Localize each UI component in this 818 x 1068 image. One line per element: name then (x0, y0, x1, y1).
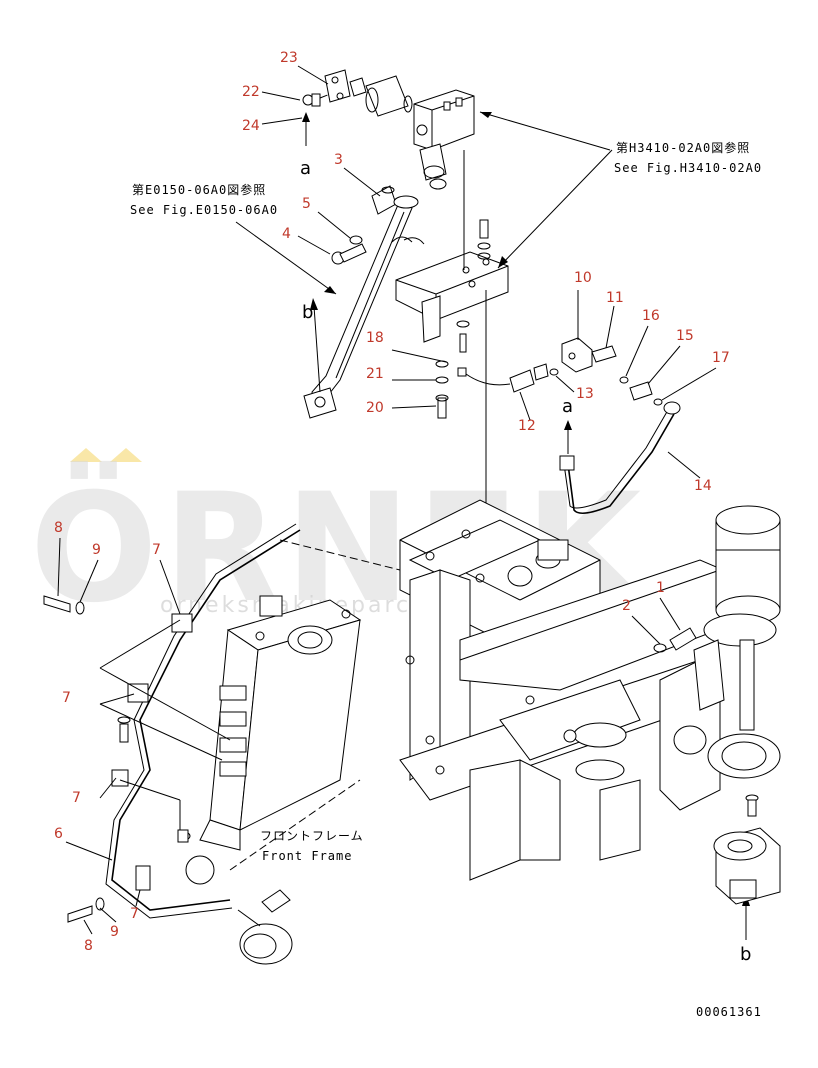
callout-21: 21 (366, 366, 384, 382)
callout-7-c: 7 (72, 790, 81, 806)
callout-7-b: 7 (62, 690, 71, 706)
callout-1: 1 (656, 580, 665, 596)
callout-3: 3 (334, 152, 343, 168)
ref-top-left-en: See Fig.E0150-06A0 (130, 203, 278, 217)
bolt-group-18-21-20 (435, 320, 470, 419)
callout-18: 18 (366, 330, 384, 346)
mark-b-bottom: b (740, 944, 751, 965)
right-motor (653, 505, 781, 905)
routing-dash-2 (229, 779, 361, 871)
callout-12: 12 (518, 418, 536, 434)
callout-24: 24 (242, 118, 260, 134)
callout-4: 4 (282, 226, 291, 242)
callout-8-bottom: 8 (84, 938, 93, 954)
callout-6: 6 (54, 826, 63, 842)
callout-11: 11 (606, 290, 624, 306)
ref-top-left-jp: 第E0150-06A0図参照 (132, 182, 266, 197)
connection-labels: a a b b (300, 158, 751, 965)
callout-13: 13 (576, 386, 594, 402)
reference-leaders (235, 111, 613, 295)
part-callouts: 23 22 24 3 5 4 18 21 20 10 11 16 15 17 1… (54, 50, 730, 954)
callout-15: 15 (676, 328, 694, 344)
callout-5: 5 (302, 196, 311, 212)
callout-2: 2 (622, 598, 631, 614)
hose-3 (303, 185, 425, 419)
frame-label-jp: フロントフレーム (260, 829, 364, 843)
block-10-group (549, 337, 663, 406)
valve-bracket (395, 150, 509, 520)
callout-20: 20 (366, 400, 384, 416)
callout-9-bottom: 9 (110, 924, 119, 940)
ref-top-right-en: See Fig.H3410-02A0 (614, 161, 762, 175)
callout-14: 14 (694, 478, 712, 494)
callout-8-top: 8 (54, 520, 63, 536)
reference-labels: 第H3410-02A0図参照 See Fig.H3410-02A0 第E0150… (130, 140, 762, 1019)
connection-arrows (302, 112, 750, 940)
mark-a-mid: a (562, 396, 573, 417)
callout-16: 16 (642, 308, 660, 324)
callout-9-top: 9 (92, 542, 101, 558)
callout-10: 10 (574, 270, 592, 286)
callout-17: 17 (712, 350, 730, 366)
ref-top-right-jp: 第H3410-02A0図参照 (616, 140, 750, 155)
hose-14 (559, 401, 681, 514)
callout-leaders (57, 65, 717, 935)
valve-assembly (302, 69, 475, 190)
front-frame (399, 499, 771, 881)
clamp-7a (171, 613, 193, 633)
clamp-7d (135, 865, 151, 891)
routing-dash-1 (279, 539, 401, 571)
clamp-7c (111, 769, 129, 787)
clamp-7b (127, 683, 149, 703)
callout-7-a: 7 (152, 542, 161, 558)
callout-22: 22 (242, 84, 260, 100)
sensor-line-12 (465, 363, 549, 393)
callout-23: 23 (280, 50, 298, 66)
mark-b-left: b (302, 302, 313, 323)
frame-label-en: Front Frame (262, 849, 352, 863)
left-tower (177, 595, 362, 885)
callout-7-d: 7 (130, 906, 139, 922)
mark-a-top: a (300, 158, 311, 179)
drawing-number: 00061361 (696, 1005, 762, 1019)
